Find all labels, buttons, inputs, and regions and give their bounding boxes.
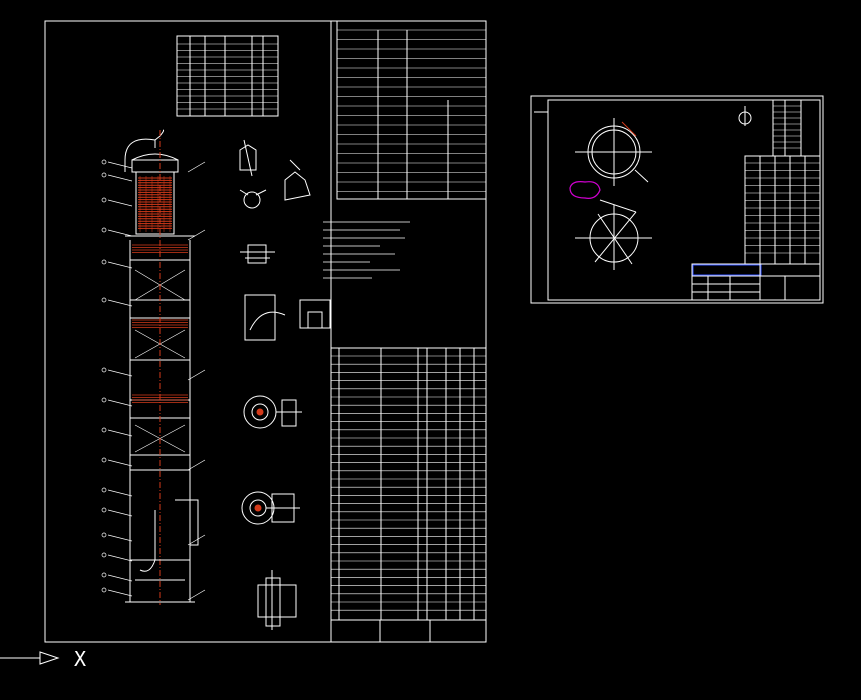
revision-cloud[interactable] xyxy=(569,181,601,199)
sheet2-tables xyxy=(744,99,821,265)
sheet-border xyxy=(44,20,487,643)
detail-views[interactable] xyxy=(239,139,331,630)
ucs-icon xyxy=(0,651,60,665)
parts-list-table xyxy=(330,347,487,621)
ucs-x-axis-label: X xyxy=(74,647,86,671)
plan-view-bottom[interactable] xyxy=(575,199,652,270)
tube-bundle-hatching xyxy=(138,176,172,232)
title-block xyxy=(330,619,487,643)
nozzle-table-top xyxy=(176,35,279,117)
part-leaders xyxy=(101,159,206,601)
orientation-drawing-sheet[interactable] xyxy=(530,95,824,304)
sheet2-title-block xyxy=(691,263,821,301)
design-data-table xyxy=(336,20,487,200)
sheet2-border xyxy=(530,95,824,304)
plan-view-top[interactable] xyxy=(575,118,652,186)
technical-notes xyxy=(323,221,410,279)
distillation-column[interactable] xyxy=(124,129,199,605)
main-drawing-sheet[interactable] xyxy=(44,20,487,643)
